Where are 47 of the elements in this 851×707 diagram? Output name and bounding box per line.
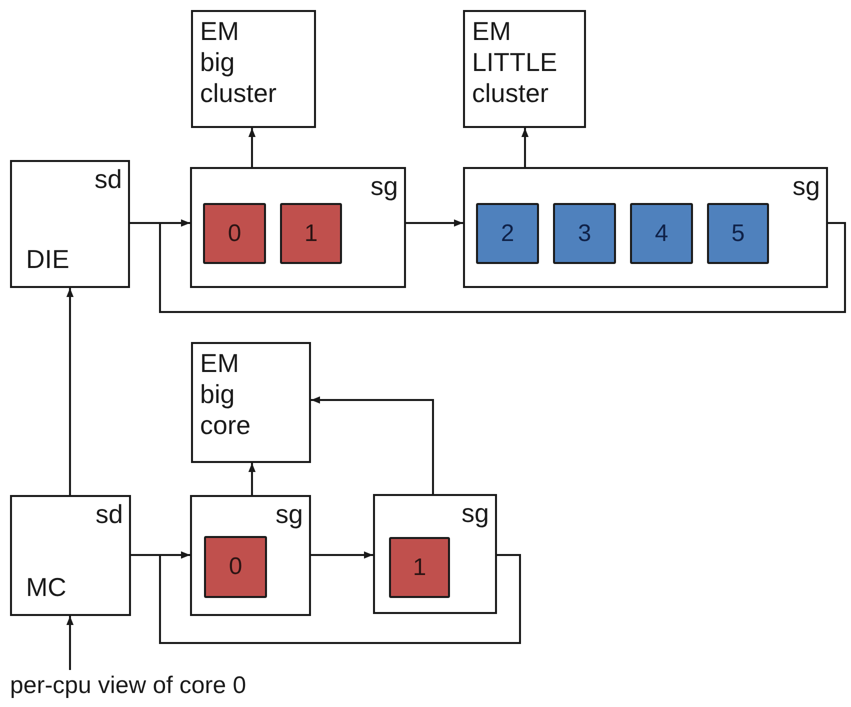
arrow (311, 396, 434, 494)
cpu-square (553, 203, 616, 264)
cpu-square (707, 203, 769, 264)
domain-box (10, 160, 130, 288)
group-tag: sg (462, 500, 489, 526)
cpu-number: 2 (500, 222, 516, 246)
domain-tag: sd (96, 501, 123, 527)
energy-model-box (191, 342, 311, 463)
cpu-square (204, 536, 267, 598)
arrow (248, 463, 256, 495)
energy-model-box (463, 10, 586, 128)
group-box (190, 167, 406, 288)
group-tag: sg (792, 173, 820, 199)
cpu-number: 3 (576, 222, 592, 246)
arrow (66, 288, 74, 495)
arrow (248, 128, 256, 167)
energy-model-box (191, 10, 316, 128)
energy-model-label: EM big cluster (200, 16, 277, 110)
group-box (463, 167, 828, 288)
caption-text: per-cpu view of core 0 (10, 672, 246, 701)
cpu-number: 4 (654, 222, 670, 246)
arrow (406, 219, 463, 227)
arrow (159, 219, 846, 313)
cpu-square (203, 203, 266, 264)
cpu-number: 0 (226, 222, 242, 246)
arrow (311, 551, 373, 559)
group-tag: sg (370, 173, 398, 199)
cpu-square (280, 203, 342, 264)
cpu-number: 5 (730, 222, 746, 246)
cpu-number: 1 (303, 222, 319, 246)
group-box (190, 495, 311, 616)
arrow (521, 128, 529, 167)
energy-model-label: EM big core (200, 348, 251, 442)
domain-tag: sd (94, 166, 122, 192)
cpu-square (476, 203, 539, 264)
domain-box (10, 495, 131, 616)
arrow (66, 616, 74, 670)
energy-model-label: EM LITTLE cluster (472, 16, 558, 110)
cpu-square (630, 203, 693, 264)
arrow (159, 551, 521, 644)
domain-name: DIE (26, 246, 70, 272)
domain-name: MC (26, 574, 66, 600)
group-box (373, 494, 497, 614)
group-tag: sg (276, 501, 303, 527)
cpu-number: 1 (412, 556, 428, 580)
cpu-number: 0 (228, 555, 244, 579)
cpu-square (389, 537, 450, 598)
